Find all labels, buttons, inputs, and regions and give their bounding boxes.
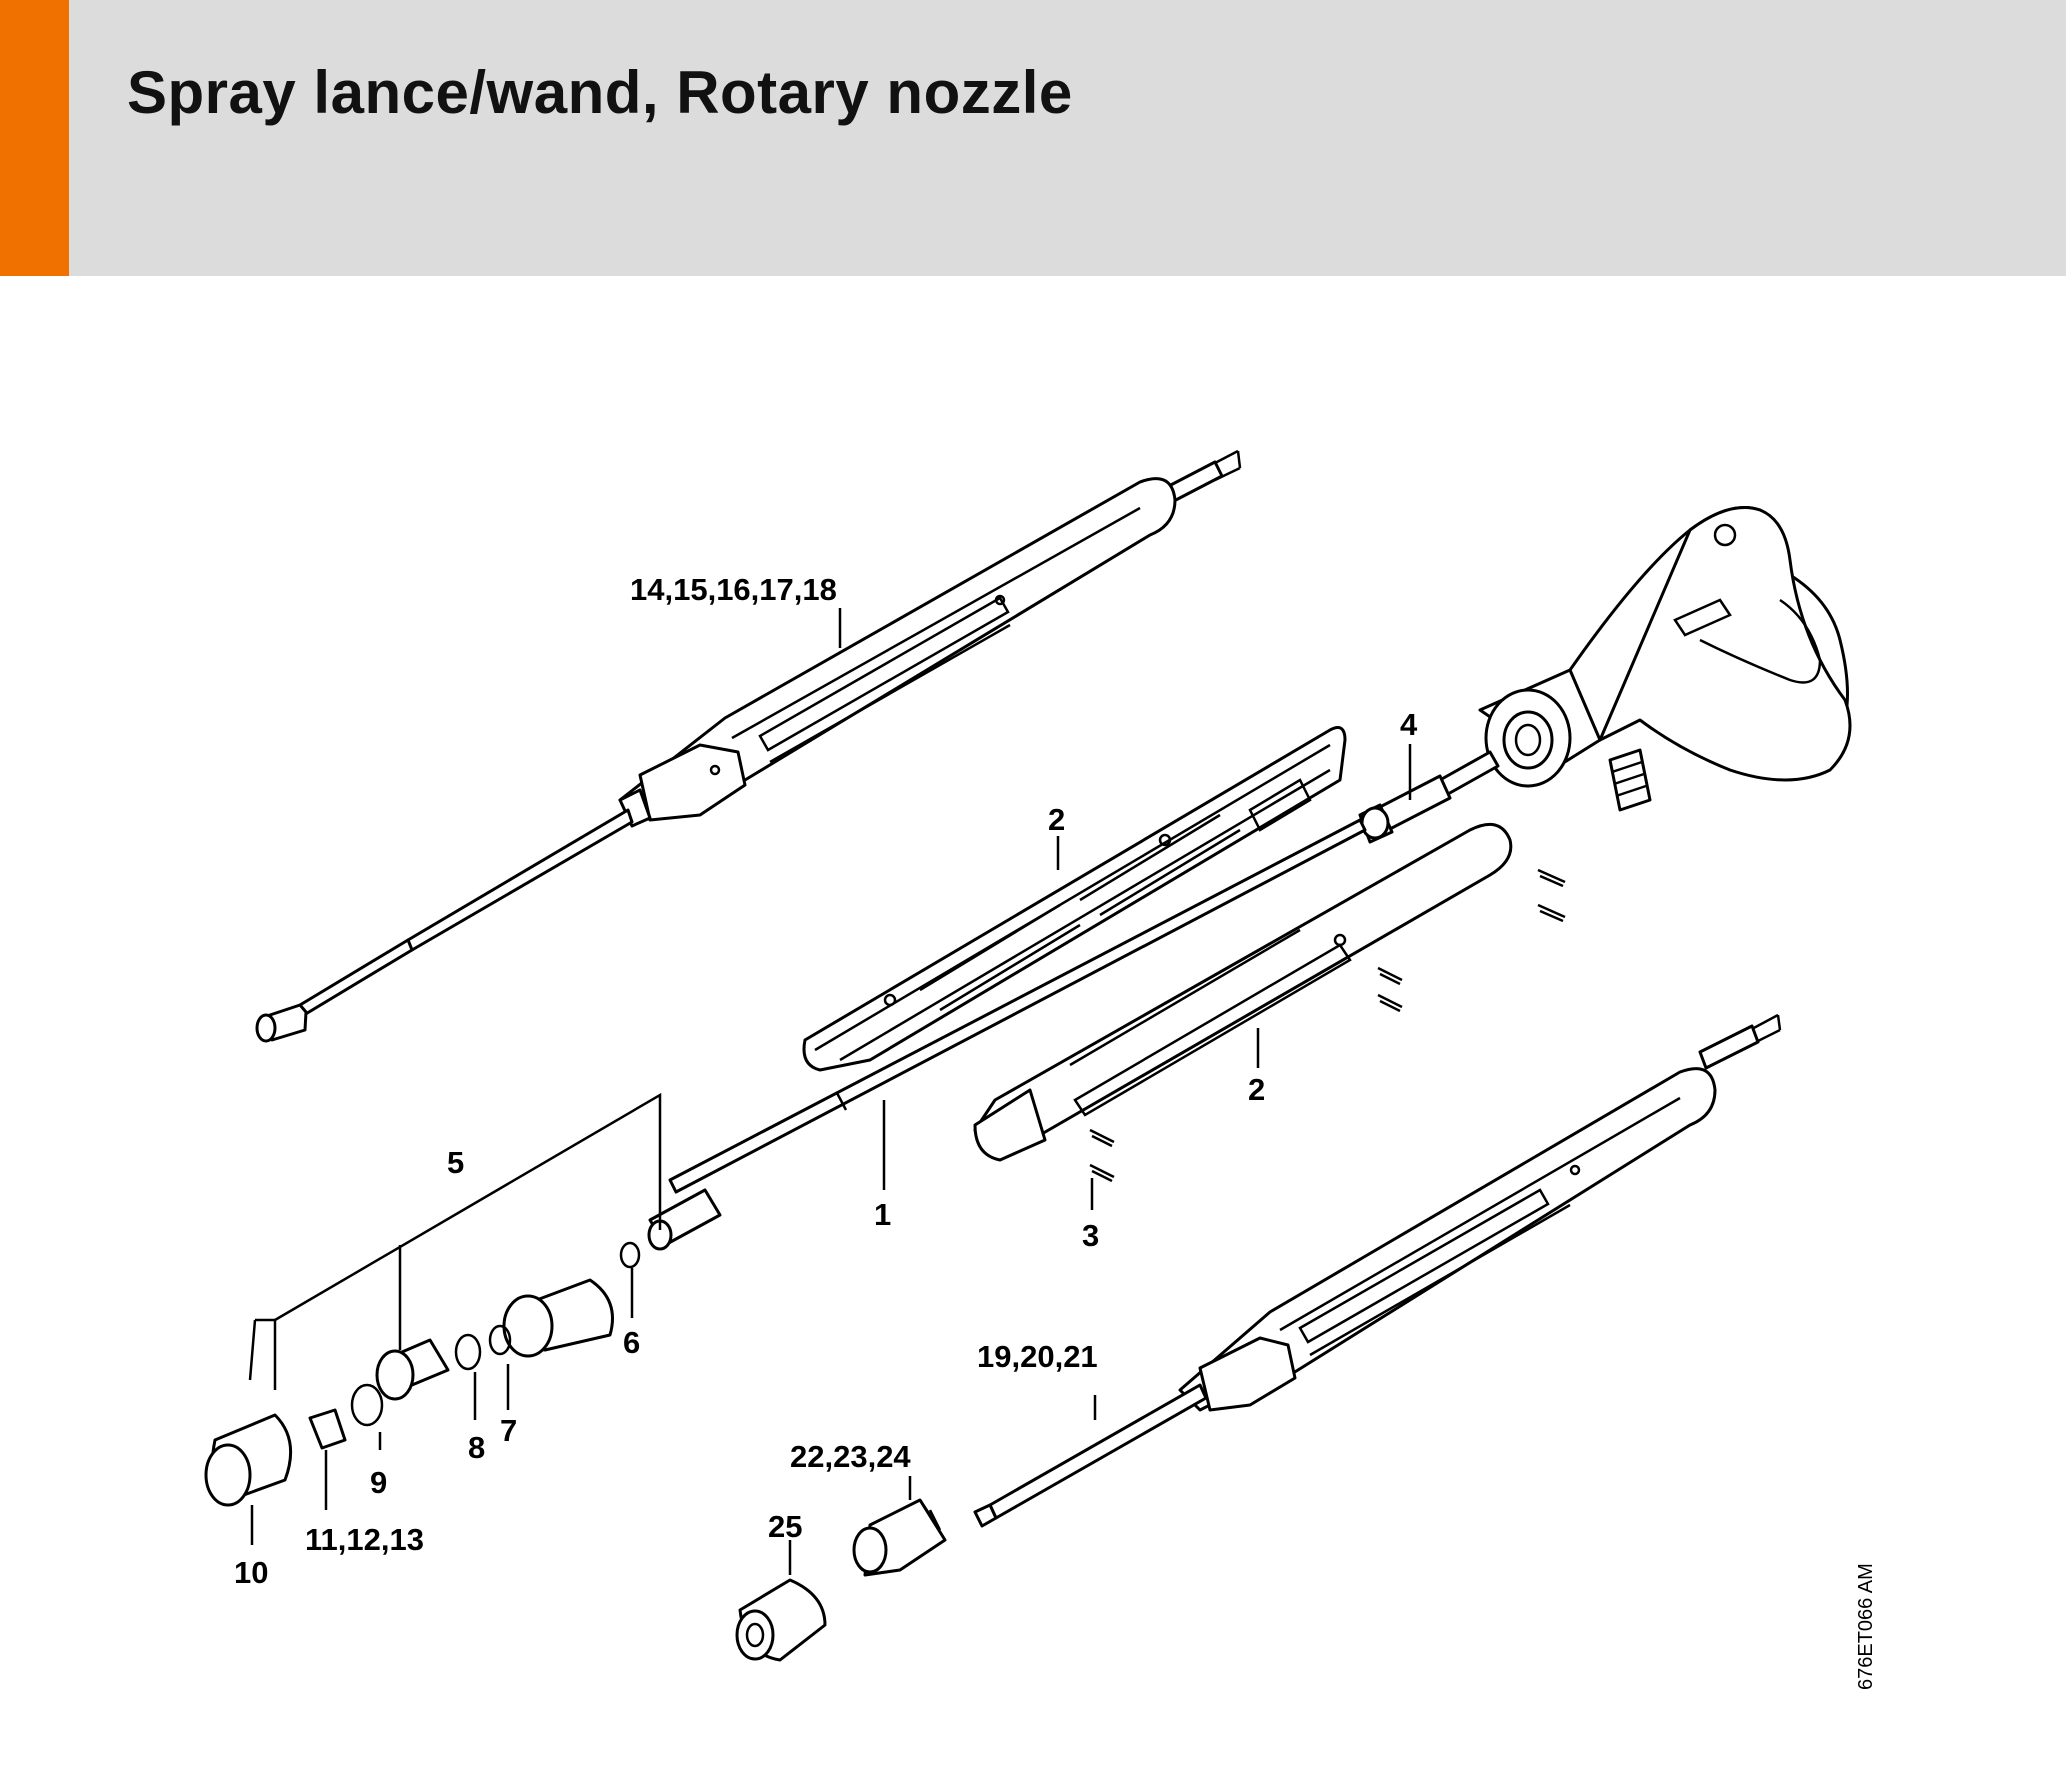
- callout-4: 4: [1400, 707, 1418, 742]
- part-1-tube: [668, 818, 1367, 1194]
- callout-1: 1: [874, 1197, 891, 1232]
- header-band: [0, 0, 2066, 276]
- callout-19-21: 19,20,21: [977, 1339, 1098, 1374]
- callout-9: 9: [370, 1465, 387, 1500]
- callout-25: 25: [768, 1509, 802, 1544]
- upper-lance-assembly: [255, 449, 1242, 1043]
- drawing-reference-code: 676ET066 AM: [1855, 1563, 1877, 1690]
- callout-8: 8: [468, 1430, 485, 1465]
- page-title: Spray lance/wand, Rotary nozzle: [127, 59, 1073, 126]
- callout-6: 6: [623, 1325, 640, 1360]
- callout-14-18: 14,15,16,17,18: [630, 572, 837, 607]
- callout-5: 5: [447, 1145, 464, 1180]
- callout-3: 3: [1082, 1218, 1099, 1253]
- part-2-lower-shell: [973, 822, 1513, 1162]
- callout-2-upper: 2: [1048, 802, 1065, 837]
- part-4-coupling: [1358, 744, 1500, 844]
- part-2-upper-shell: [802, 726, 1347, 1072]
- callout-7: 7: [500, 1413, 517, 1448]
- screws: [1089, 868, 1566, 1210]
- callout-22-24: 22,23,24: [790, 1439, 911, 1474]
- callout-labels: 1 2 2 3 4 5 6 7 8 9 10 11,12,13 14,15,16…: [234, 572, 1418, 1590]
- accent-bar: [0, 0, 69, 276]
- callout-10: 10: [234, 1555, 268, 1590]
- callout-11-13: 11,12,13: [305, 1522, 424, 1557]
- callout-2-lower: 2: [1248, 1072, 1265, 1107]
- trigger-gun: [1478, 506, 1852, 812]
- lower-lance-assembly: [735, 1013, 1782, 1662]
- nozzle-parts: [204, 1092, 722, 1545]
